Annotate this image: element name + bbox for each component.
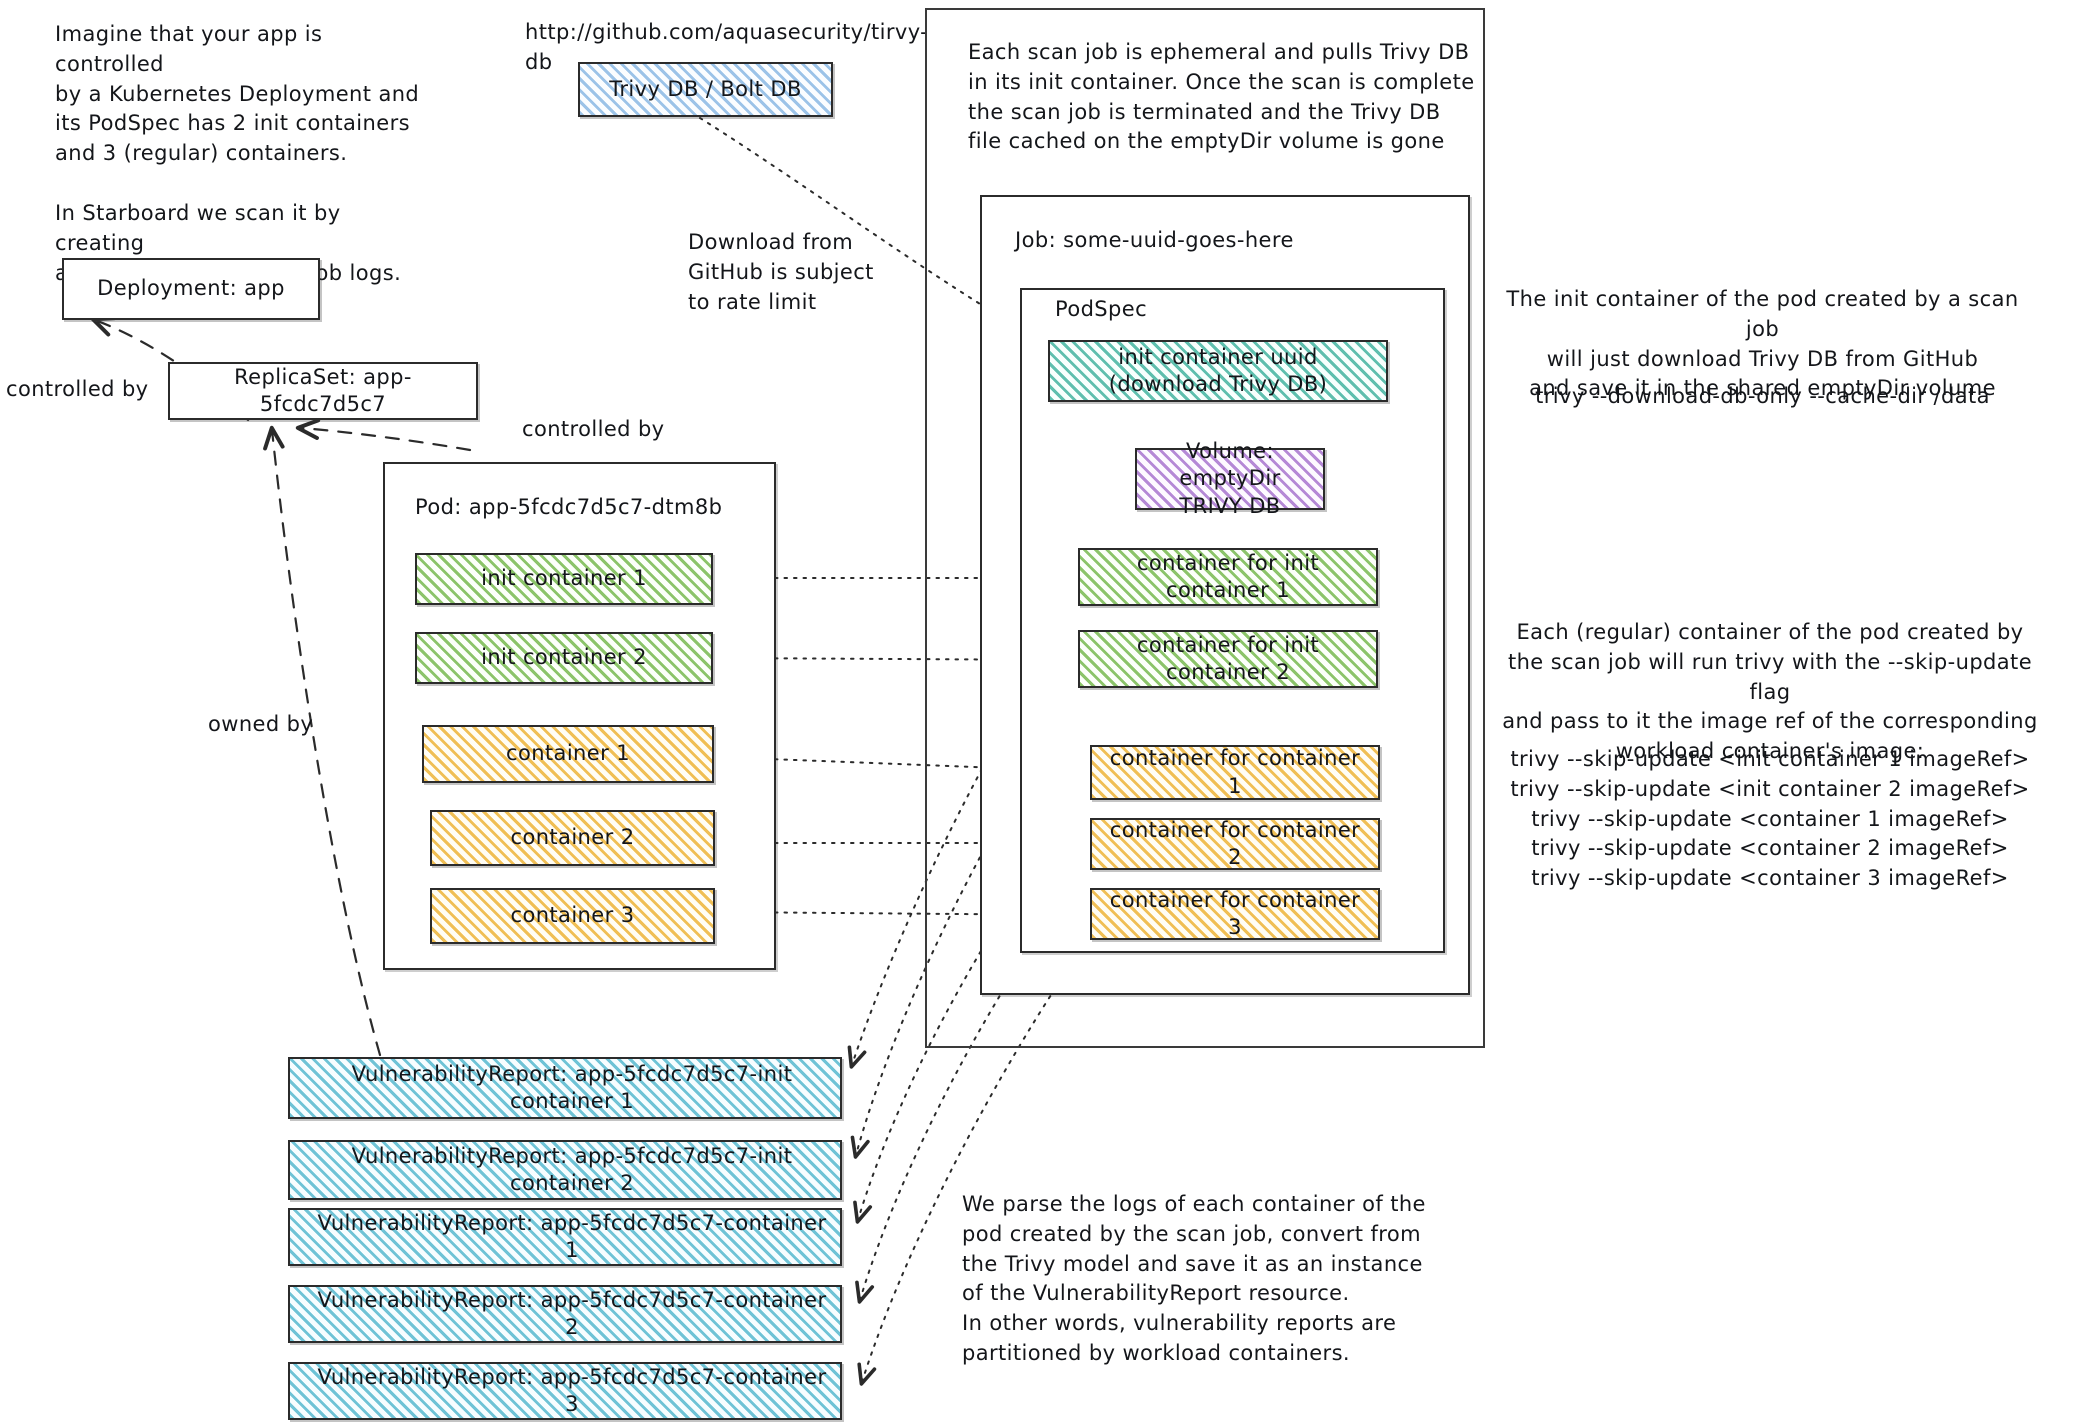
job-volume-label: Volume: emptyDir TRIVY DB bbox=[1179, 439, 1281, 518]
trivy-db-box[interactable]: Trivy DB / Bolt DB bbox=[578, 62, 833, 117]
trivy-db-label: Trivy DB / Bolt DB bbox=[609, 76, 802, 101]
pod-init-container-2-label: init container 2 bbox=[481, 645, 647, 670]
job-scan-init-container-2[interactable]: container for init container 2 bbox=[1078, 630, 1378, 688]
vulnerability-report-3-label: VulnerabilityReport: app-5fcdc7d5c7-cont… bbox=[317, 1210, 827, 1262]
vulnerability-report-1-label: VulnerabilityReport: app-5fcdc7d5c7-init… bbox=[351, 1061, 793, 1113]
edge-label-owned-by: owned by bbox=[208, 712, 314, 736]
job-scan-container-3[interactable]: container for container 3 bbox=[1090, 888, 1380, 940]
note-parse-logs: We parse the logs of each container of t… bbox=[962, 1192, 1426, 1366]
note-db-url: http://github.com/aquasecurity/tirvy-db bbox=[525, 20, 929, 74]
vulnerability-report-1[interactable]: VulnerabilityReport: app-5fcdc7d5c7-init… bbox=[288, 1057, 842, 1119]
job-title: Job: some-uuid-goes-here bbox=[1015, 228, 1294, 252]
job-init-container-label: init container uuid (download Trivy DB) bbox=[1108, 344, 1328, 396]
job-scan-init-container-2-label: container for init container 2 bbox=[1136, 632, 1320, 684]
vulnerability-report-4-label: VulnerabilityReport: app-5fcdc7d5c7-cont… bbox=[317, 1287, 827, 1339]
job-scan-container-2[interactable]: container for container 2 bbox=[1090, 818, 1380, 870]
replicaset-label: ReplicaSet: app-5fcdc7d5c7 bbox=[234, 364, 412, 416]
pod-container-2[interactable]: container 2 bbox=[430, 810, 715, 866]
job-scan-container-3-label: container for container 3 bbox=[1109, 887, 1361, 939]
vulnerability-report-2-label: VulnerabilityReport: app-5fcdc7d5c7-init… bbox=[351, 1143, 793, 1195]
vulnerability-report-4[interactable]: VulnerabilityReport: app-5fcdc7d5c7-cont… bbox=[288, 1285, 842, 1343]
job-scan-container-2-label: container for container 2 bbox=[1109, 817, 1361, 869]
note-init-container-command: trivy --download-db-only --cache-dir /da… bbox=[1535, 384, 1990, 408]
replicaset-box[interactable]: ReplicaSet: app-5fcdc7d5c7 bbox=[168, 362, 478, 420]
podspec-title: PodSpec bbox=[1055, 297, 1148, 321]
edge-label-controlled-by-1: controlled by bbox=[6, 377, 149, 401]
scan-job-outer-frame bbox=[925, 8, 1485, 1048]
edge-pod-to-replicaset bbox=[295, 418, 472, 452]
deployment-label: Deployment: app bbox=[97, 276, 285, 301]
edge-label-controlled-by-2: controlled by bbox=[522, 417, 665, 441]
pod-container-1[interactable]: container 1 bbox=[422, 725, 714, 783]
pod-init-container-1[interactable]: init container 1 bbox=[415, 553, 713, 605]
job-scan-container-1-label: container for container 1 bbox=[1109, 746, 1361, 798]
note-ephemeral-job: Each scan job is ephemeral and pulls Tri… bbox=[968, 40, 1475, 154]
pod-frame bbox=[383, 462, 776, 970]
note-init-container-explainer: The init container of the pod created by… bbox=[1506, 287, 2019, 401]
job-scan-container-1[interactable]: container for container 1 bbox=[1090, 745, 1380, 800]
pod-init-container-1-label: init container 1 bbox=[481, 566, 647, 591]
note-regular-container-explainer: Each (regular) container of the pod crea… bbox=[1502, 620, 2038, 764]
vulnerability-report-3[interactable]: VulnerabilityReport: app-5fcdc7d5c7-cont… bbox=[288, 1208, 842, 1266]
job-scan-init-container-1[interactable]: container for init container 1 bbox=[1078, 548, 1378, 606]
pod-container-3-label: container 3 bbox=[510, 903, 635, 928]
job-init-container[interactable]: init container uuid (download Trivy DB) bbox=[1048, 340, 1388, 402]
vulnerability-report-5[interactable]: VulnerabilityReport: app-5fcdc7d5c7-cont… bbox=[288, 1362, 842, 1420]
pod-init-container-2[interactable]: init container 2 bbox=[415, 632, 713, 684]
note-regular-container-commands: trivy --skip-update <init container 1 im… bbox=[1510, 747, 2030, 891]
vulnerability-report-5-label: VulnerabilityReport: app-5fcdc7d5c7-cont… bbox=[317, 1364, 827, 1416]
job-volume-emptydir[interactable]: Volume: emptyDir TRIVY DB bbox=[1135, 439, 1325, 518]
pod-container-1-label: container 1 bbox=[506, 741, 630, 766]
vulnerability-report-2[interactable]: VulnerabilityReport: app-5fcdc7d5c7-init… bbox=[288, 1140, 842, 1200]
pod-container-2-label: container 2 bbox=[510, 825, 635, 850]
deployment-box[interactable]: Deployment: app bbox=[62, 258, 320, 320]
edge-report-to-replicaset bbox=[263, 425, 382, 1057]
note-download-rate-limit: Download from GitHub is subject to rate … bbox=[688, 230, 874, 314]
pod-title: Pod: app-5fcdc7d5c7-dtm8b bbox=[415, 495, 723, 519]
job-scan-init-container-1-label: container for init container 1 bbox=[1136, 550, 1320, 602]
note-intro: Imagine that your app is controlled by a… bbox=[55, 22, 420, 285]
pod-container-3[interactable]: container 3 bbox=[430, 888, 715, 944]
